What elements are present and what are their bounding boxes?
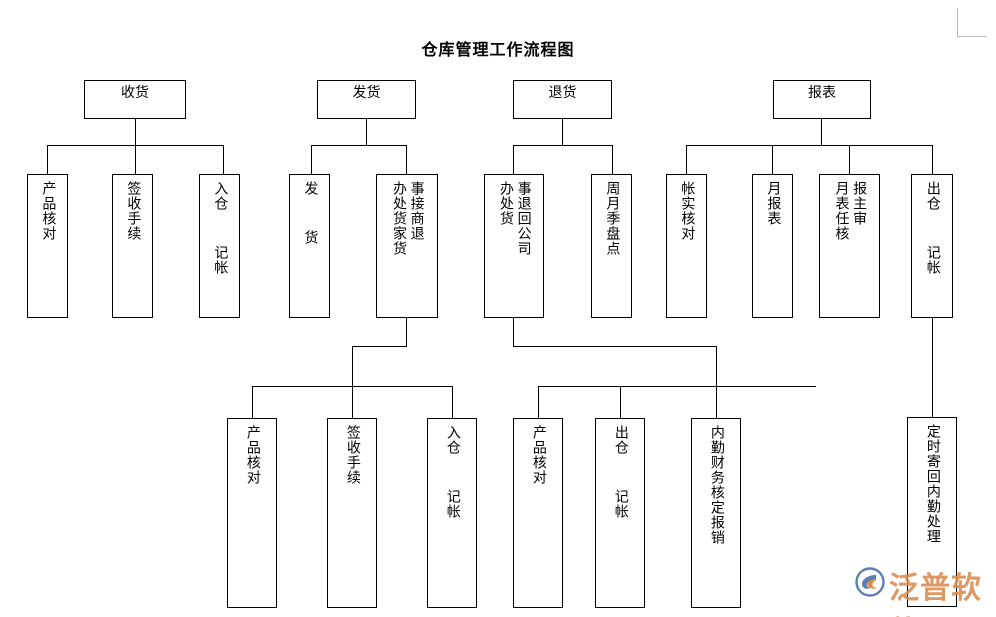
node-chucang-jizhang-2[interactable]: 出仓 记帐	[595, 418, 645, 608]
node-chanpin-hedui-2[interactable]: 产品核对	[227, 418, 277, 608]
edge-n4-n15	[932, 145, 933, 174]
node-label: 月报表	[765, 181, 782, 226]
edge-n15-n22	[932, 318, 933, 417]
node-zhouyueji-pandian[interactable]: 周月季盘点	[591, 174, 632, 318]
edge-n10-n19	[538, 386, 539, 418]
node-label: 入仓 记帐	[444, 425, 461, 519]
node-label: 退货	[548, 85, 577, 101]
node-zhangshi-hedui[interactable]: 帐实核对	[666, 174, 707, 318]
edge-n9-n17	[352, 386, 353, 418]
edge-n3-n11	[612, 145, 613, 174]
node-qianshou-shouxu-1[interactable]: 签收手续	[112, 174, 153, 318]
node-label-col-right: 事接商退	[408, 181, 425, 241]
node-rucang-jizhang-1[interactable]: 入仓 记帐	[199, 174, 240, 318]
node-zhuguan-shenhe[interactable]: 报主审 月表任核	[819, 174, 880, 318]
edge-n3-stem	[562, 119, 563, 145]
node-label: 签收手续	[344, 425, 361, 485]
edge-n4-n13	[772, 145, 773, 174]
node-label-col-left: 办处货	[498, 181, 514, 226]
page-title: 仓库管理工作流程图	[421, 40, 575, 59]
edge-n10-stem	[716, 346, 717, 386]
node-label: 产品核对	[530, 425, 547, 485]
edge-n1-stem	[135, 119, 136, 145]
node-chanpin-hedui-1[interactable]: 产品核对	[27, 174, 68, 318]
node-label-col-right: 事退回公司	[515, 181, 532, 256]
edge-n9-stem	[352, 346, 353, 386]
node-label: 定时寄回内勤处理	[924, 424, 941, 544]
edge-n2-n9	[406, 145, 407, 174]
node-label: 发货	[352, 85, 381, 101]
edge-n3-n10	[513, 145, 514, 174]
node-fahuo-item[interactable]: 发 货	[289, 174, 330, 318]
fanpu-logo-icon	[855, 567, 885, 597]
edge-n10-bus	[538, 386, 816, 387]
edge-n4-n14	[849, 145, 850, 174]
node-tuihuo[interactable]: 退货	[513, 80, 612, 119]
node-neiqin-caiwu-baoxiao[interactable]: 内勤财务核定报销	[691, 418, 741, 608]
node-chanpin-hedui-3[interactable]: 产品核对	[513, 418, 563, 608]
edge-n9-drop	[406, 318, 407, 346]
node-fahuo[interactable]: 发货	[317, 80, 416, 119]
node-label: 出仓 记帐	[924, 181, 941, 275]
node-label: 帐实核对	[679, 181, 696, 241]
node-label-col-left: 月表任核	[833, 181, 850, 241]
node-label: 报表	[808, 85, 836, 101]
node-label: 发 货	[302, 181, 319, 245]
edge-n9-jog	[352, 346, 407, 347]
edge-n2-stem	[366, 119, 367, 145]
node-yue-baobiao[interactable]: 月报表	[752, 174, 793, 318]
node-label: 产品核对	[40, 181, 57, 241]
node-dingshi-jihui-neiqin[interactable]: 定时寄回内勤处理	[907, 417, 957, 607]
node-label-col-right: 报主审	[851, 181, 868, 226]
edge-n10-jog	[513, 346, 716, 347]
edge-n10-n20	[620, 386, 621, 418]
edge-n4-n12	[686, 145, 687, 174]
edge-n1-n6	[135, 145, 136, 174]
node-label: 签收手续	[125, 181, 142, 241]
node-shouhuo[interactable]: 收货	[84, 80, 186, 119]
node-label: 收货	[121, 85, 149, 101]
edge-n4-stem	[821, 119, 822, 145]
edge-n2-bus	[311, 145, 406, 146]
node-label: 内勤财务核定报销	[708, 425, 725, 545]
node-jieshang-tuihuo[interactable]: 事接商退 办处货家货	[376, 174, 438, 318]
edge-n9-n16	[252, 386, 253, 418]
edge-n4-bus	[686, 145, 932, 146]
node-rucang-jizhang-2[interactable]: 入仓 记帐	[427, 418, 477, 608]
node-label: 产品核对	[244, 425, 261, 485]
edge-n10-n21	[716, 386, 717, 418]
node-label-col-left: 办处货家货	[391, 181, 407, 256]
edge-n3-bus	[513, 145, 612, 146]
node-label: 周月季盘点	[604, 181, 621, 256]
node-tuihui-gongsi[interactable]: 事退回公司 办处货	[484, 174, 544, 318]
node-label: 入仓 记帐	[212, 181, 229, 275]
node-chucang-jizhang-1[interactable]: 出仓 记帐	[911, 174, 953, 318]
edge-n10-drop	[513, 318, 514, 346]
node-qianshou-shouxu-2[interactable]: 签收手续	[327, 418, 377, 608]
edge-n2-n8	[311, 145, 312, 174]
edge-n1-n5	[47, 145, 48, 174]
node-baobiao[interactable]: 报表	[773, 80, 871, 119]
node-label: 出仓 记帐	[612, 425, 629, 519]
edge-n1-n7	[223, 145, 224, 174]
edge-n9-n18	[452, 386, 453, 418]
